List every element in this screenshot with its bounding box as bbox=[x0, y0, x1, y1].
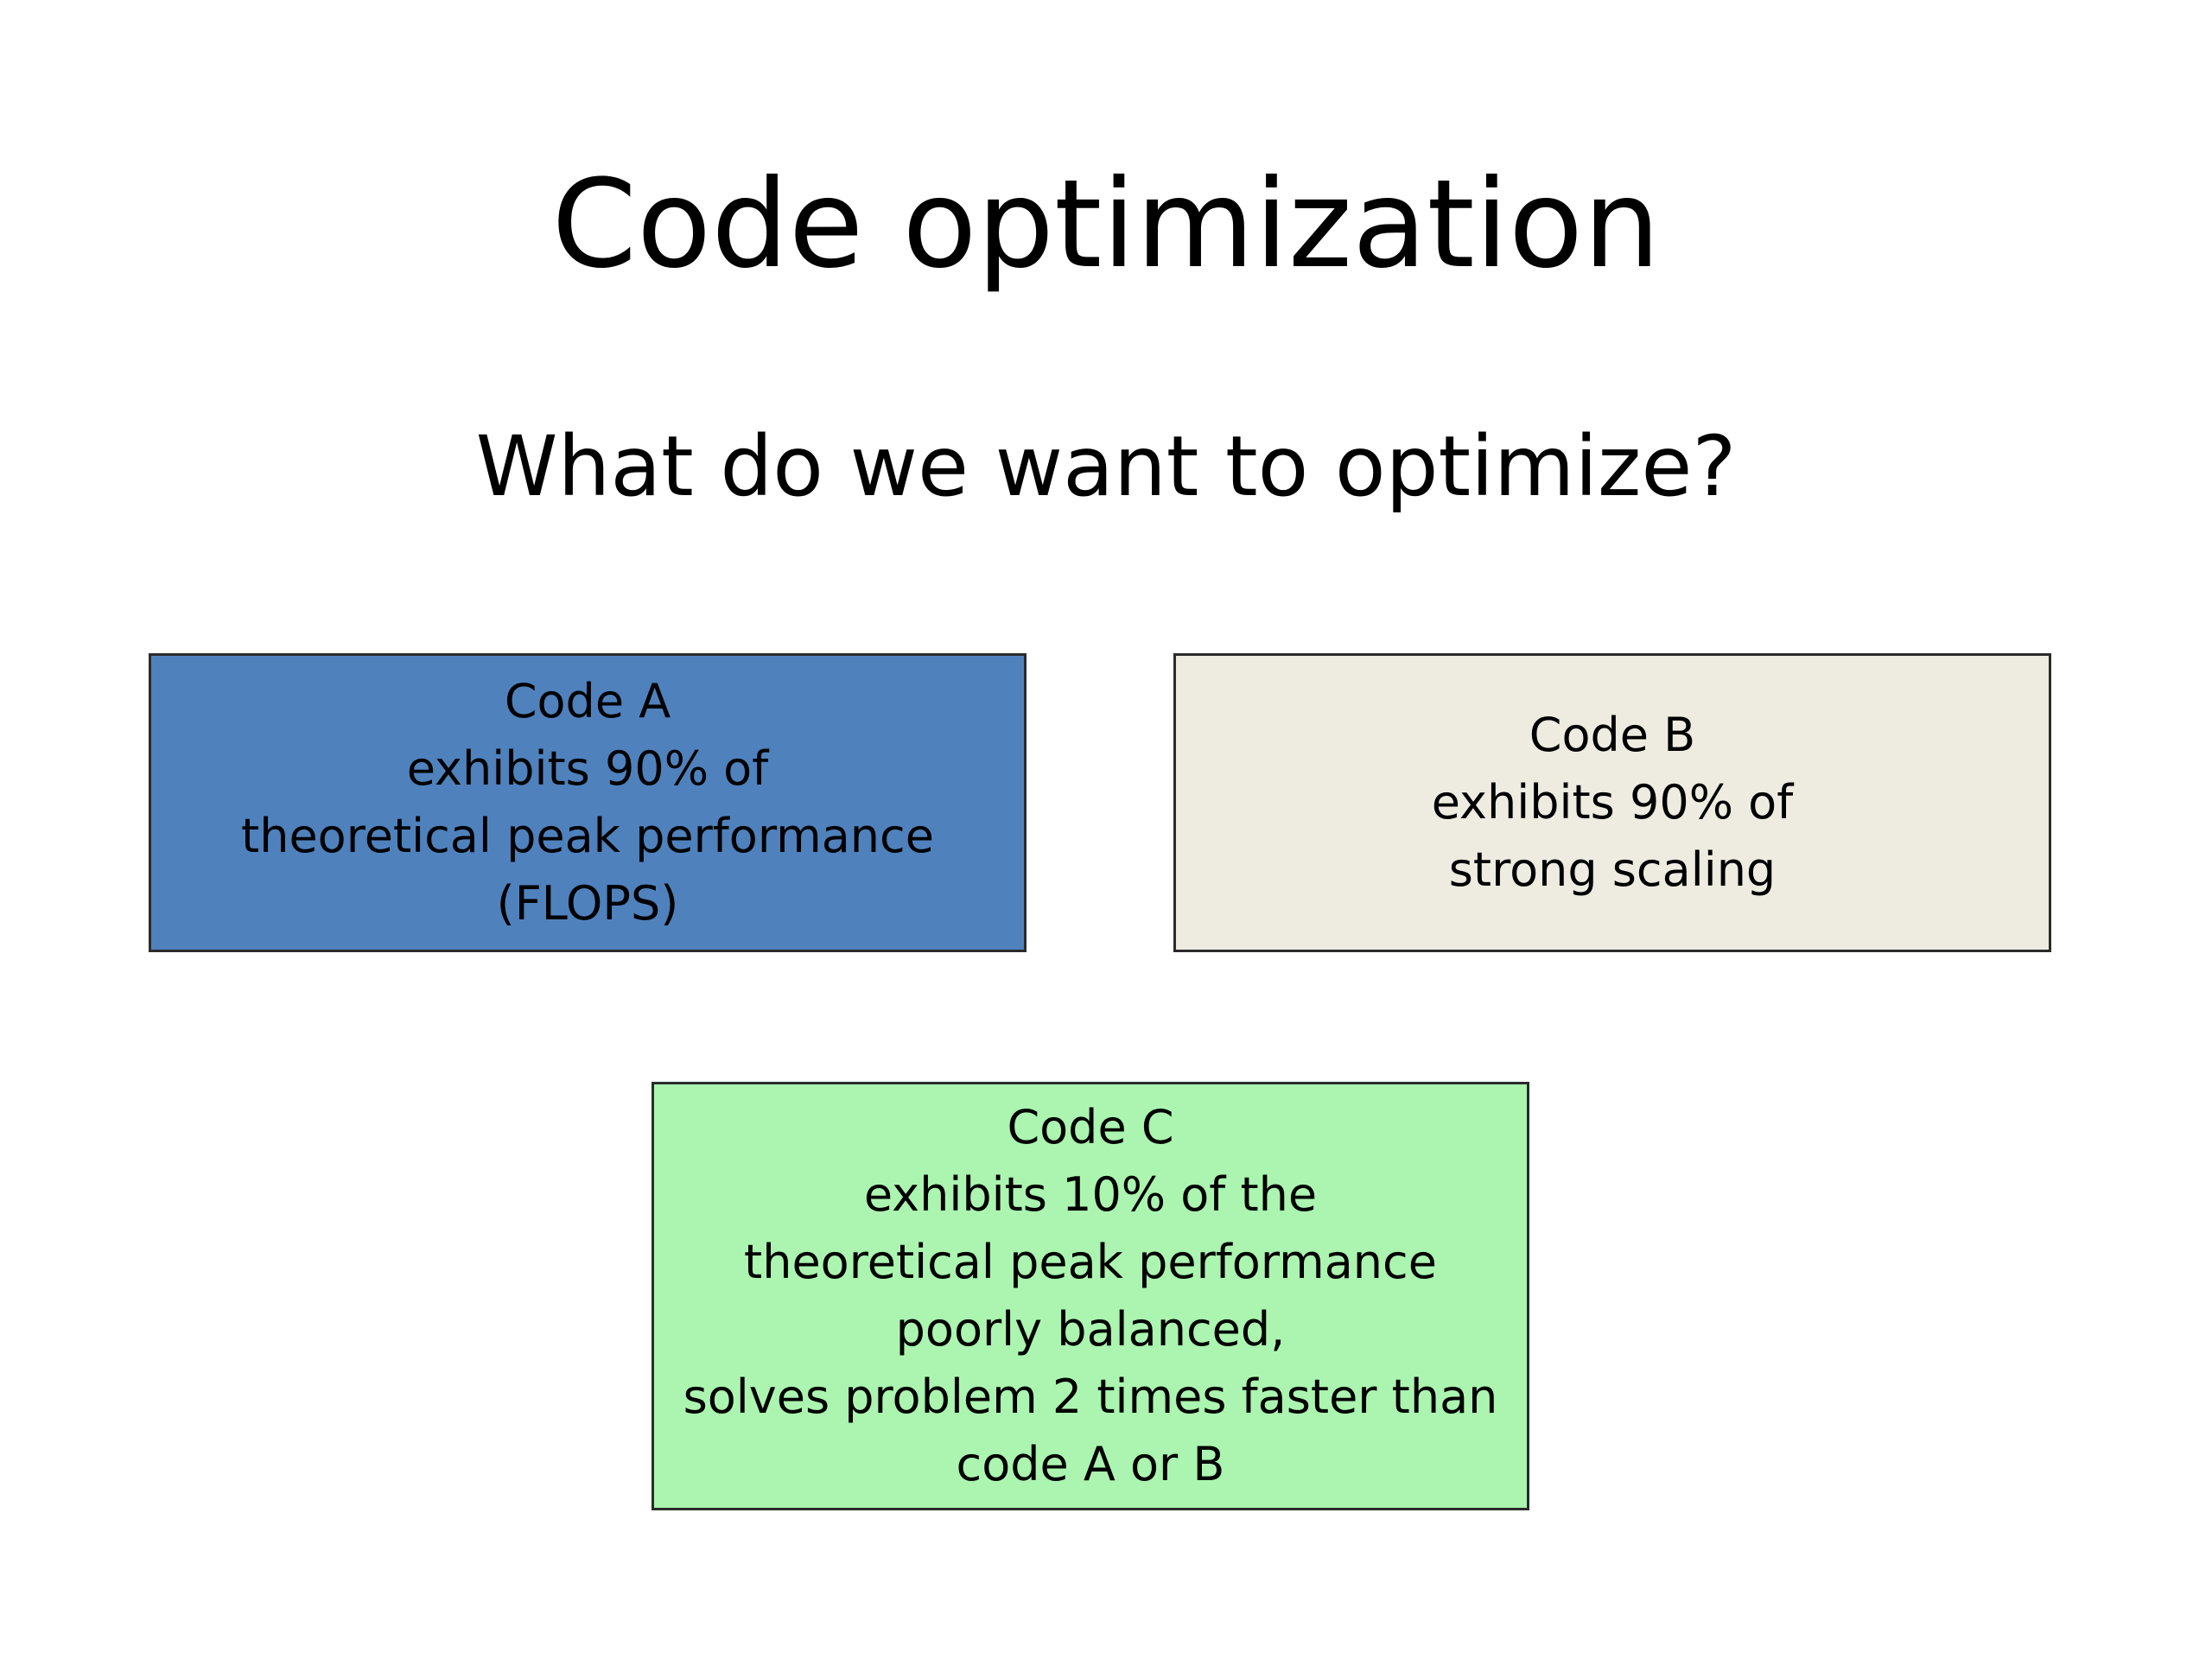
code-c-line: poorly balanced, bbox=[895, 1302, 1286, 1357]
code-a-line: (FLOPS) bbox=[496, 876, 679, 931]
code-c-line: exhibits 10% of the bbox=[863, 1167, 1318, 1222]
code-b-line: strong scaling bbox=[1448, 842, 1777, 897]
code-b-line: exhibits 90% of bbox=[1431, 775, 1794, 830]
slide-title: Code optimization bbox=[551, 154, 1661, 296]
code-c-line: solves problem 2 times faster than bbox=[683, 1370, 1498, 1424]
code-b-box: Code B exhibits 90% of strong scaling bbox=[1173, 653, 2051, 952]
code-b-name: Code B bbox=[1529, 708, 1696, 762]
code-a-box: Code A exhibits 90% of theoretical peak … bbox=[149, 653, 1027, 952]
code-c-box: Code C exhibits 10% of the theoretical p… bbox=[652, 1082, 1529, 1510]
code-a-line: exhibits 90% of bbox=[406, 741, 769, 796]
code-c-line: theoretical peak performance bbox=[744, 1235, 1437, 1289]
code-c-name: Code C bbox=[1007, 1100, 1174, 1154]
code-a-line: theoretical peak performance bbox=[241, 809, 934, 863]
code-a-name: Code A bbox=[504, 674, 671, 728]
code-c-line: code A or B bbox=[956, 1437, 1225, 1491]
slide-subtitle: What do we want to optimize? bbox=[475, 418, 1737, 515]
